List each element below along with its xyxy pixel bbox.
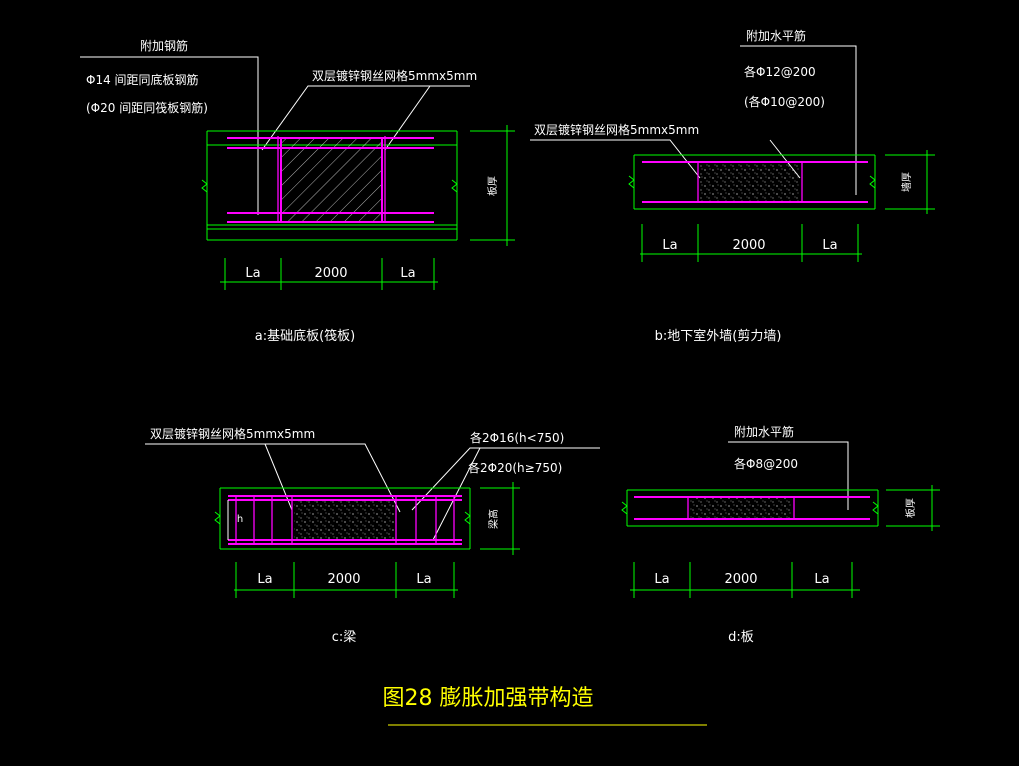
leader-mesh-a-left	[261, 85, 470, 151]
caption-b: b:地下室外墙(剪力墙)	[655, 328, 782, 344]
stirrups-c	[235, 496, 455, 544]
label-mesh-b: 双层镀锌钢丝网格5mmx5mm	[534, 122, 699, 137]
leader-bar-a	[80, 56, 259, 215]
dim-left-d: La	[654, 572, 669, 587]
dim-right-b: La	[822, 238, 837, 253]
caption-c: c:梁	[332, 630, 357, 645]
label-bar-d: 附加水平筋	[734, 424, 794, 439]
leader-mesh-b-left	[530, 139, 701, 179]
dim-left-a: La	[245, 266, 260, 281]
diagram-d: 附加水平筋 各Φ8@200 板厚 La 2000 La d:板	[621, 424, 940, 645]
leader-spec-c-2	[432, 447, 481, 541]
label-thickness-b: 墙厚	[900, 172, 913, 192]
leader-bar-b	[740, 45, 857, 195]
leader-spec-c	[411, 447, 600, 511]
label-spacing2-a: (Φ20 间距同筏板钢筋)	[86, 100, 208, 115]
dim-right-c: La	[416, 572, 431, 587]
diagram-b: 附加水平筋 各Φ12@200 (各Φ10@200) 双层镀锌钢丝网格5mmx5m…	[530, 28, 935, 344]
concrete-band-b	[700, 164, 800, 202]
label-thickness-d: 板厚	[904, 498, 917, 518]
label-spec2-c: 各2Φ20(h≥750)	[468, 460, 562, 475]
label-thickness-a: 板厚	[486, 176, 499, 196]
hatched-band-a	[281, 138, 382, 222]
label-mesh-c: 双层镀锌钢丝网格5mmx5mm	[150, 426, 315, 441]
concrete-band-c	[294, 500, 394, 540]
leader-mesh-c	[145, 443, 401, 513]
dim-left-b: La	[662, 238, 677, 253]
caption-d: d:板	[728, 630, 754, 645]
figure-title: 图28 膨胀加强带构造	[383, 686, 594, 711]
label-spec2-b: (各Φ10@200)	[744, 94, 825, 109]
diagram-a: 附加钢筋 Φ14 间距同底板钢筋 (Φ20 间距同筏板钢筋) 双层镀锌钢丝网格5…	[80, 38, 515, 344]
dim-mid-b: 2000	[732, 238, 765, 253]
dim-right-a: La	[400, 266, 415, 281]
leader-mesh-a-right	[384, 85, 431, 151]
dim-mid-c: 2000	[327, 572, 360, 587]
label-spec1-b: 各Φ12@200	[744, 64, 816, 79]
label-bar-a: 附加钢筋	[140, 38, 188, 53]
concrete-band-d	[690, 497, 792, 519]
dim-mid-d: 2000	[724, 572, 757, 587]
label-bar-b: 附加水平筋	[746, 28, 806, 43]
dim-right-d: La	[814, 572, 829, 587]
label-spec1-c: 各2Φ16(h<750)	[470, 430, 564, 445]
dim-mid-a: 2000	[314, 266, 347, 281]
leader-bar-d	[728, 441, 849, 510]
label-h-c: h	[237, 514, 243, 525]
label-mesh-a: 双层镀锌钢丝网格5mmx5mm	[312, 68, 477, 83]
caption-a: a:基础底板(筏板)	[255, 328, 356, 344]
label-spacing1-a: Φ14 间距同底板钢筋	[86, 72, 199, 87]
label-spec-d: 各Φ8@200	[734, 456, 798, 471]
label-thickness-c: 梁高	[487, 509, 500, 529]
diagram-c: 双层镀锌钢丝网格5mmx5mm 各2Φ16(h<750) 各2Φ20(h≥750…	[145, 426, 600, 645]
dim-left-c: La	[257, 572, 272, 587]
